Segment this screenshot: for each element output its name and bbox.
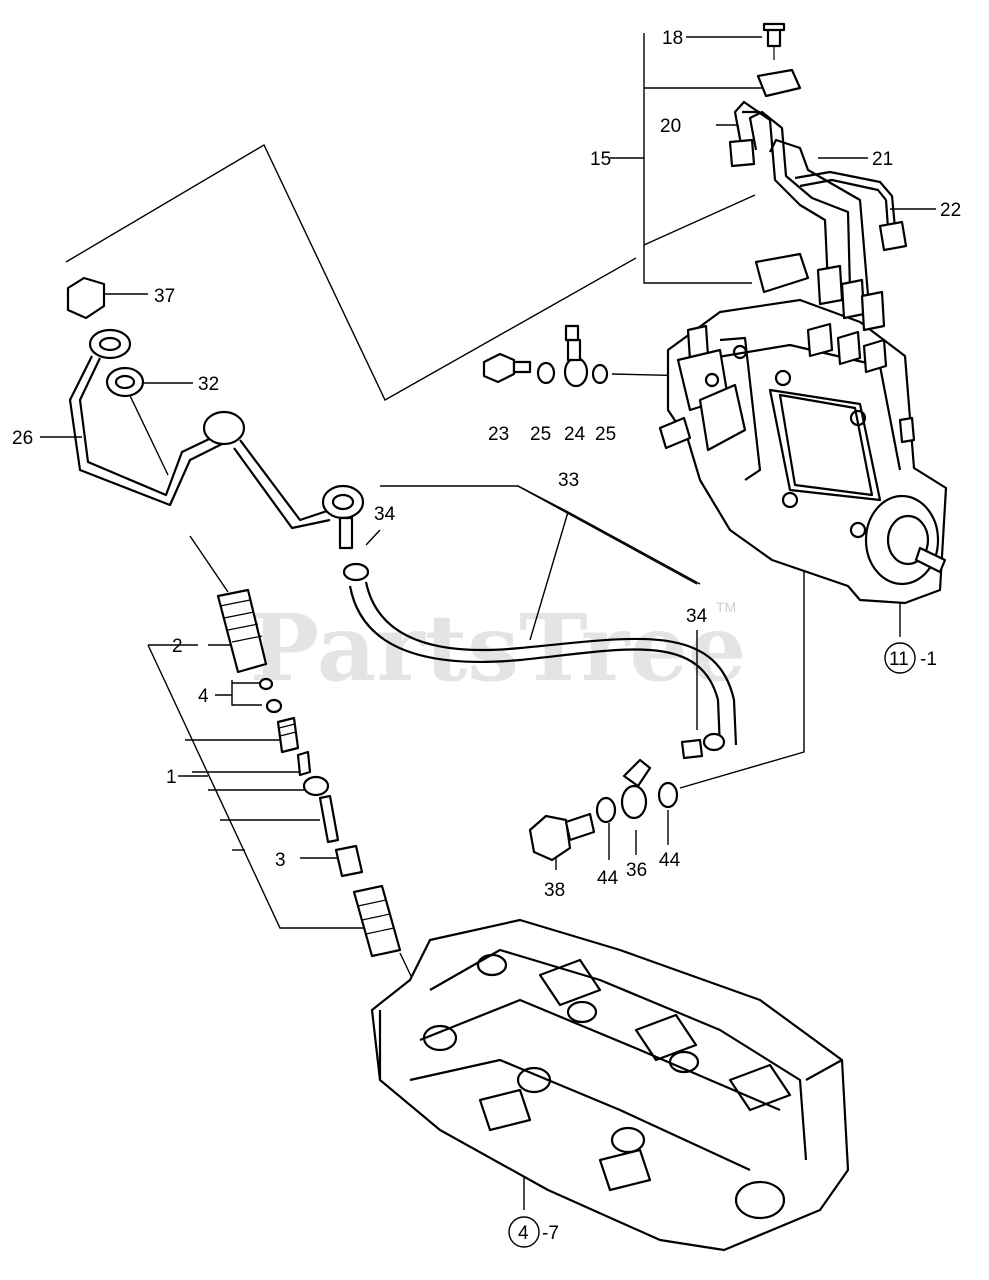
- callout-labels: 18 20 15 21 22 37 32 26 23 25 24 25 33 3…: [12, 28, 961, 1248]
- leader-lines: [40, 33, 936, 1210]
- label-3: 3: [275, 850, 286, 871]
- label-25-right: 25: [595, 424, 616, 445]
- label-34-upper: 34: [374, 504, 396, 525]
- ref-11-circle: 11: [889, 649, 909, 670]
- label-20: 20: [660, 116, 681, 137]
- banjo-group-lower: [528, 758, 679, 862]
- label-36: 36: [626, 860, 647, 881]
- leak-off-pipe: [66, 276, 365, 550]
- label-21: 21: [872, 149, 893, 170]
- injection-pipes: [728, 22, 908, 332]
- label-23: 23: [488, 424, 509, 445]
- label-34-lower: 34: [686, 606, 708, 627]
- label-37: 37: [154, 286, 175, 307]
- label-25-left: 25: [530, 424, 551, 445]
- label-44-left: 44: [597, 868, 619, 889]
- label-18: 18: [662, 28, 683, 49]
- label-44-right: 44: [659, 850, 681, 871]
- label-15: 15: [590, 149, 611, 170]
- injector-stack: [216, 588, 402, 958]
- ref-4-suffix: -7: [542, 1223, 559, 1244]
- label-26: 26: [12, 428, 33, 449]
- cylinder-head: [370, 918, 850, 1252]
- ref-4-circle: 4: [518, 1223, 529, 1244]
- banjo-group-upper: [482, 324, 609, 388]
- label-33: 33: [558, 470, 579, 491]
- watermark-tm: TM: [716, 599, 736, 615]
- return-hose: [342, 562, 738, 760]
- label-32: 32: [198, 374, 219, 395]
- label-38: 38: [544, 880, 565, 901]
- label-22: 22: [940, 200, 961, 221]
- label-2: 2: [172, 636, 183, 657]
- ref-11-suffix: -1: [920, 649, 937, 670]
- label-1: 1: [166, 767, 177, 788]
- label-4: 4: [198, 686, 209, 707]
- watermark-text: PartsTree: [250, 594, 746, 702]
- label-24: 24: [564, 424, 586, 445]
- injection-pump: [658, 298, 948, 605]
